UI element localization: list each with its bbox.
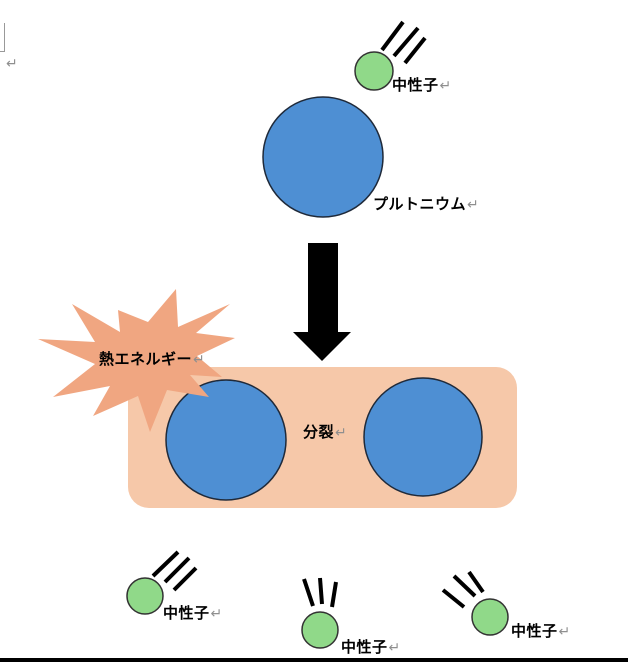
paragraph-mark: ↵ xyxy=(193,352,206,368)
top-neutron-shape[interactable] xyxy=(354,20,427,91)
label-neutron-bottom-right[interactable]: 中性子↵ xyxy=(511,623,571,641)
page-bottom-border xyxy=(0,658,628,662)
label-neutron-top[interactable]: 中性子↵ xyxy=(392,77,452,95)
heat-energy-burst[interactable] xyxy=(38,289,235,432)
motion-line[interactable] xyxy=(380,20,405,52)
paragraph-mark: ↵ xyxy=(388,640,401,656)
neutron-circle[interactable] xyxy=(126,577,164,615)
down-arrow[interactable] xyxy=(293,243,351,361)
motion-line[interactable] xyxy=(318,577,324,605)
paragraph-mark: ↵ xyxy=(210,606,223,622)
motion-line[interactable] xyxy=(302,578,315,607)
motion-line[interactable] xyxy=(172,566,198,592)
paragraph-mark: ↵ xyxy=(6,56,18,72)
motion-line[interactable] xyxy=(441,588,466,609)
motion-line[interactable] xyxy=(330,581,338,608)
margin-crop-mark xyxy=(0,23,5,52)
motion-line[interactable] xyxy=(403,36,427,65)
bottom-left-neutron-shape[interactable] xyxy=(126,550,198,615)
paragraph-mark: ↵ xyxy=(335,425,348,441)
label-text[interactable]: 分裂 xyxy=(303,423,335,441)
motion-line[interactable] xyxy=(163,556,191,584)
label-neutron-bottom-left[interactable]: 中性子↵ xyxy=(163,605,223,623)
bottom-middle-neutron-shape[interactable] xyxy=(301,577,339,649)
fission-fragment-right-circle[interactable] xyxy=(363,377,483,497)
label-heat-energy[interactable]: 熱エネルギー↵ xyxy=(99,351,205,369)
paragraph-mark: ↵ xyxy=(439,78,452,94)
motion-line[interactable] xyxy=(392,26,420,58)
label-plutonium[interactable]: プルトニウム↵ xyxy=(373,196,479,214)
neutron-circle[interactable] xyxy=(301,611,339,649)
motion-line[interactable] xyxy=(467,570,485,594)
label-text[interactable]: 中性子 xyxy=(511,622,558,640)
neutron-circle[interactable] xyxy=(354,51,394,91)
motion-line[interactable] xyxy=(452,574,477,598)
label-neutron-bottom-middle[interactable]: 中性子↵ xyxy=(341,639,401,657)
plutonium-nucleus-circle[interactable] xyxy=(262,96,384,218)
motion-line[interactable] xyxy=(151,550,180,578)
label-text[interactable]: 中性子 xyxy=(163,604,210,622)
label-text[interactable]: 熱エネルギー xyxy=(99,350,193,368)
label-text[interactable]: 中性子 xyxy=(392,76,439,94)
fission-fragment-left-circle[interactable] xyxy=(165,379,287,501)
bottom-right-neutron-shape[interactable] xyxy=(441,570,509,636)
label-text[interactable]: プルトニウム xyxy=(373,195,467,213)
paragraph-mark: ↵ xyxy=(467,197,480,213)
label-text[interactable]: 中性子 xyxy=(341,638,388,656)
paragraph-mark: ↵ xyxy=(558,624,571,640)
label-fission[interactable]: 分裂↵ xyxy=(303,424,347,442)
neutron-circle[interactable] xyxy=(471,598,509,636)
